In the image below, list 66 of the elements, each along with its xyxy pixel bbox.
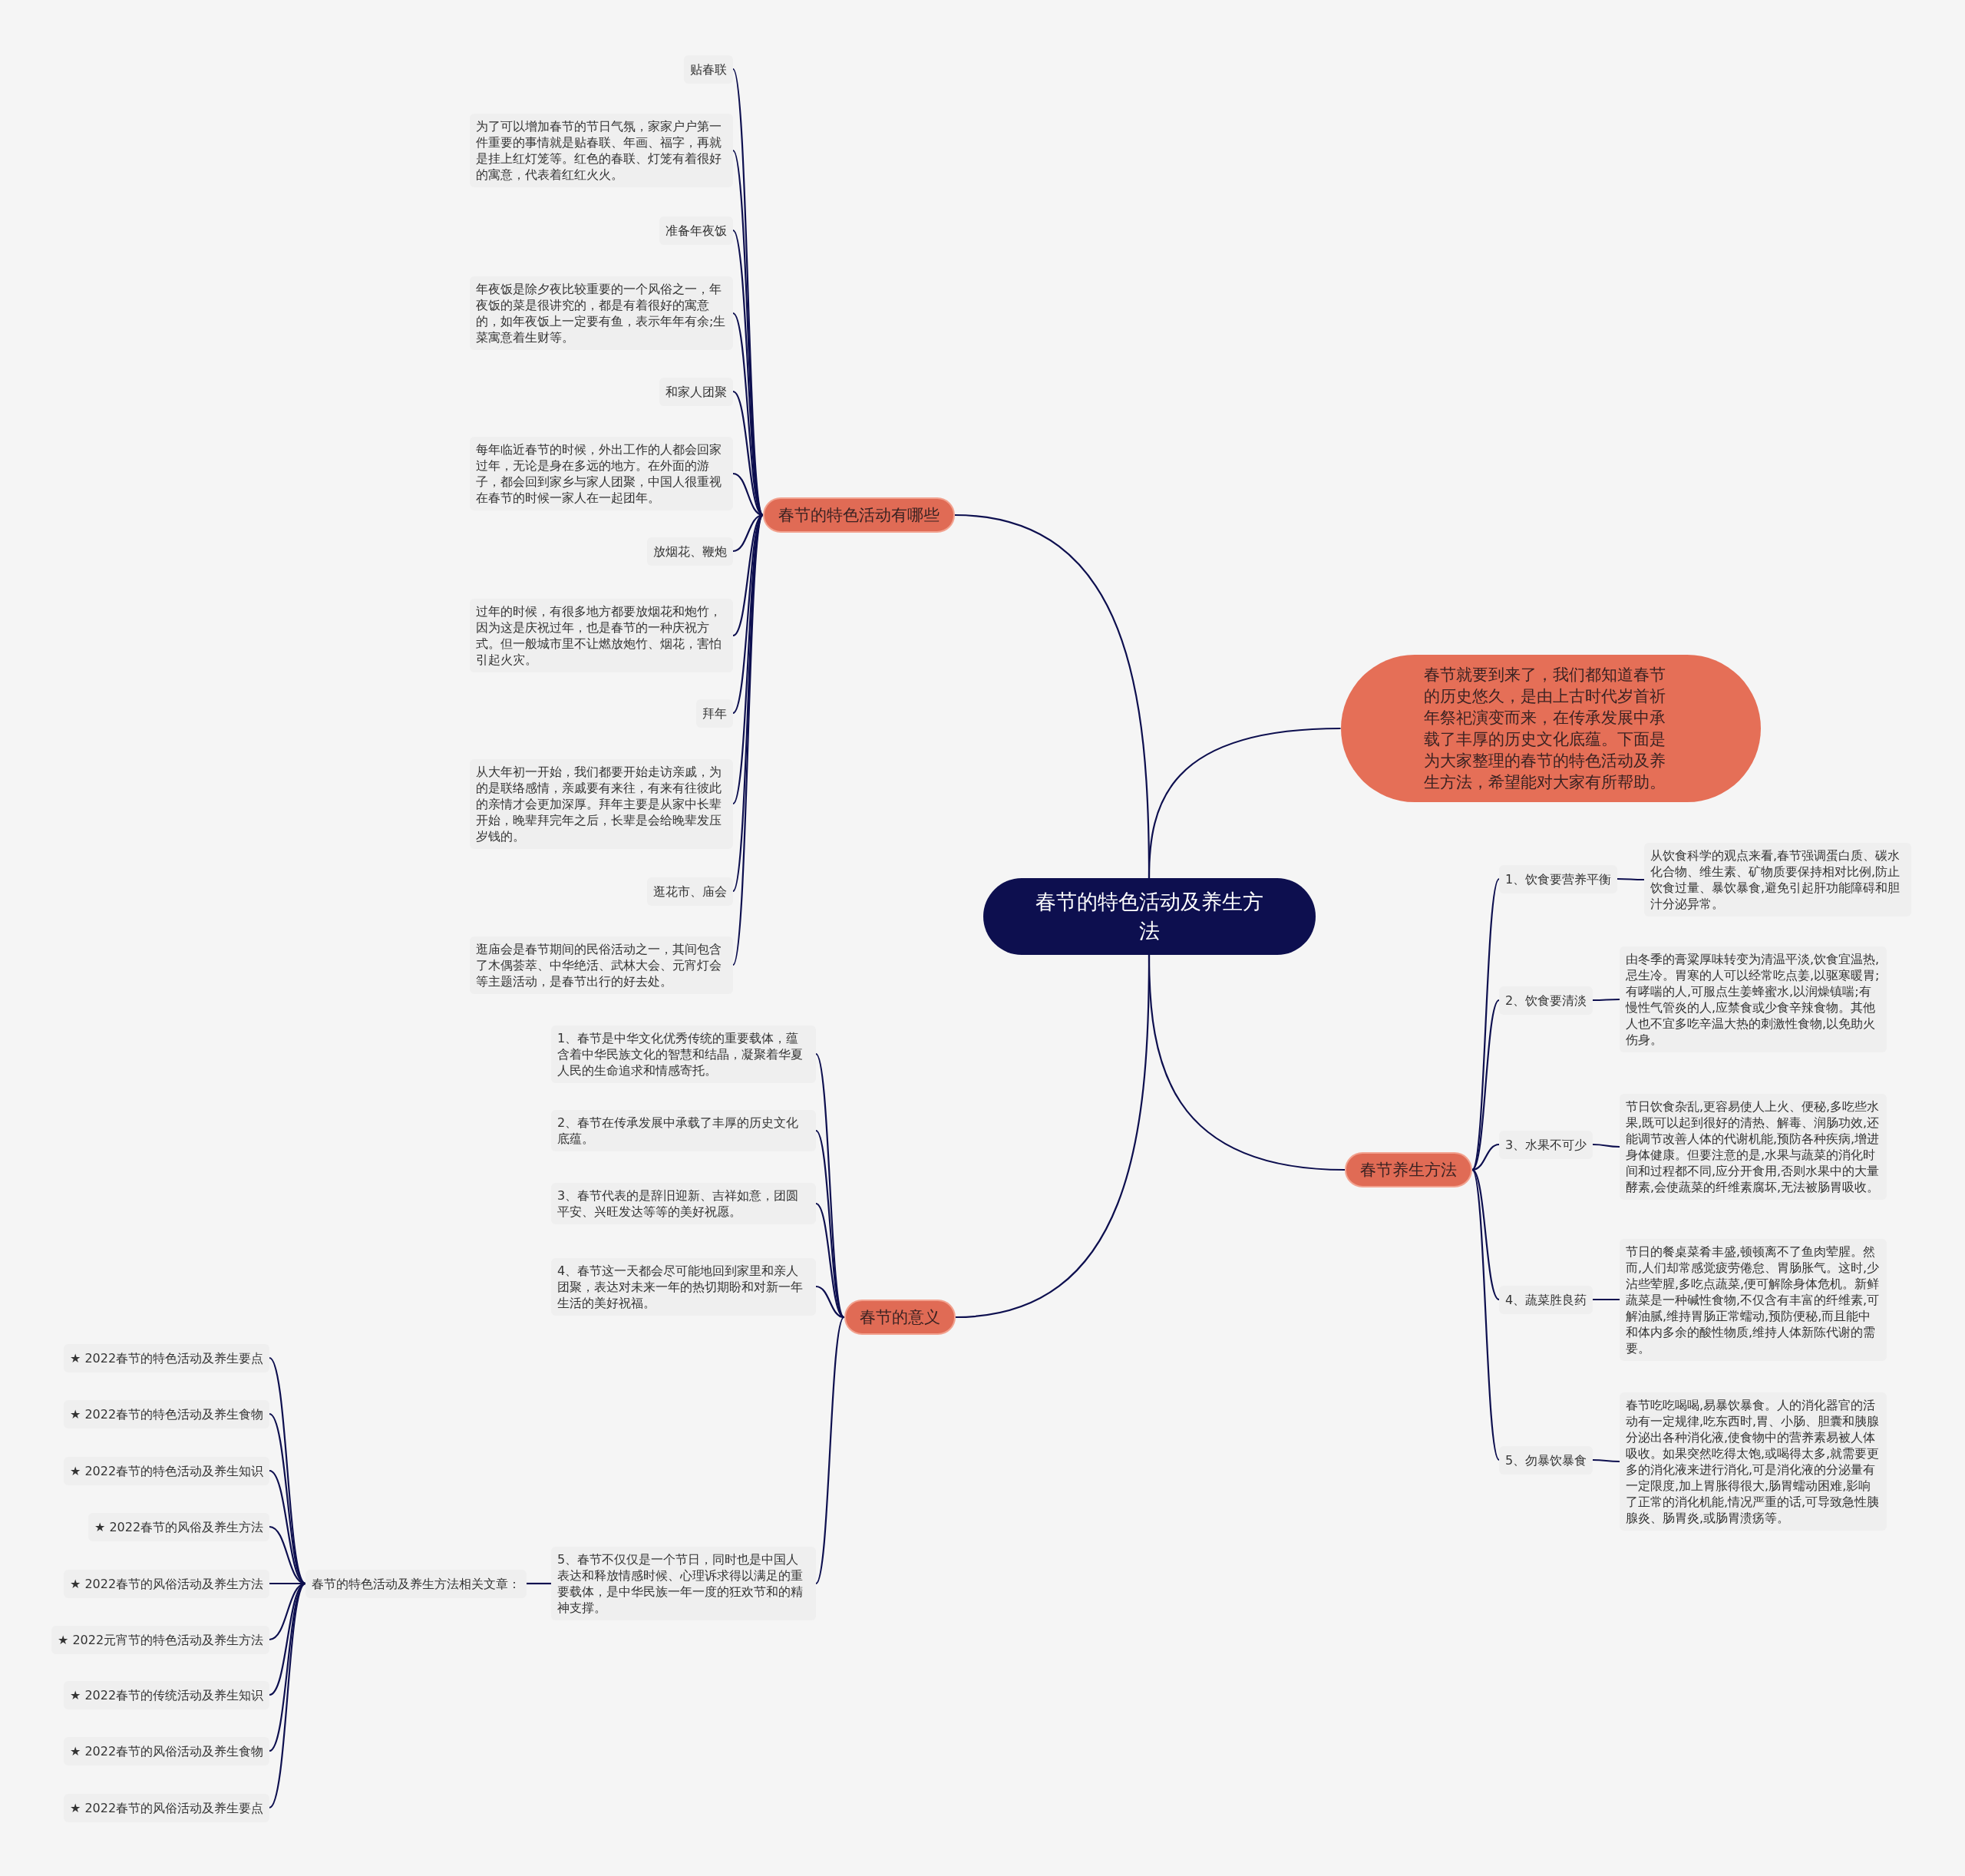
intro-bubble: 春节就要到来了，我们都知道春节的历史悠久，是由上古时代岁首祈年祭祀演变而来，在传承发展中承载了丰厚的历史文化底蕴。下面是为大家整理的春节的特色活动及养生方法，希望能对大家有所帮助。 bbox=[1340, 655, 1761, 802]
subtopic-box: 逛花市、庙会 bbox=[647, 877, 733, 906]
central-topic: 春节的特色活动及养生方法 bbox=[982, 878, 1316, 955]
subtopic-box: 5、勿暴饮暴食 bbox=[1499, 1445, 1593, 1475]
connector bbox=[1617, 877, 1644, 881]
subtopic-box: ★ 2022春节的特色活动及养生要点 bbox=[64, 1343, 270, 1372]
connector bbox=[1593, 1143, 1620, 1148]
connector bbox=[1471, 1169, 1500, 1300]
connector bbox=[955, 955, 1151, 1319]
subtopic-box: ★ 2022元宵节的特色活动及养生方法 bbox=[51, 1625, 270, 1654]
subtopic-box: ★ 2022春节的风俗活动及养生食物 bbox=[64, 1736, 270, 1765]
subtopic-box: ★ 2022春节的风俗及养生方法 bbox=[88, 1512, 270, 1541]
note-card: 1、春节是中华文化优秀传统的重要载体，蕴含着中华民族文化的智慧和结晶，凝聚着华夏人民的生命追求和情感寄托。 bbox=[551, 1025, 816, 1083]
connector bbox=[1593, 1298, 1620, 1301]
subtopic-box: 拜年 bbox=[696, 699, 733, 728]
connector bbox=[815, 1285, 844, 1319]
note-card: 逛庙会是春节期间的民俗活动之一，其间包含了木偶荟萃、中华绝活、武林大会、元宵灯会等主题活动，是春节出行的好去处。 bbox=[470, 936, 733, 994]
connector bbox=[732, 514, 764, 892]
subtopic-box: ★ 2022春节的特色活动及养生食物 bbox=[64, 1399, 270, 1428]
subtopic-box: 和家人团聚 bbox=[659, 377, 733, 406]
connector bbox=[1471, 999, 1500, 1171]
subtopic-box: ★ 2022春节的风俗活动及养生方法 bbox=[64, 1569, 270, 1598]
connector bbox=[269, 1583, 306, 1808]
subtopic-box: ★ 2022春节的风俗活动及养生要点 bbox=[64, 1793, 270, 1822]
connector bbox=[815, 1316, 845, 1584]
connector bbox=[269, 1413, 306, 1584]
subtopic-box: ★ 2022春节的特色活动及养生知识 bbox=[64, 1456, 270, 1485]
subtopic-box: 2、饮食要清淡 bbox=[1499, 986, 1593, 1015]
connector bbox=[732, 514, 765, 966]
note-card: 过年的时候，有很多地方都要放烟花和炮竹，因为这是庆祝过年，也是春节的一种庆祝方式。但一般城市里不让燃放炮竹、烟花，害怕引起火灾。 bbox=[470, 599, 733, 672]
subtopic-box: 准备年夜饭 bbox=[659, 216, 733, 245]
subtopic-box: 4、蔬菜胜良药 bbox=[1499, 1285, 1593, 1314]
connector bbox=[527, 1582, 551, 1585]
subtopic-box: 1、饮食要营养平衡 bbox=[1499, 864, 1618, 893]
note-card: 3、春节代表的是辞旧迎新、吉祥如意，团圆平安、兴旺发达等等的美好祝愿。 bbox=[551, 1183, 816, 1224]
subtopic-box: 放烟花、鞭炮 bbox=[647, 537, 733, 566]
subtopic-box: 3、水果不可少 bbox=[1499, 1130, 1593, 1159]
note-card: 春节吃吃喝喝,易暴饮暴食。人的消化器官的活动有一定规律,吃东西时,胃、小肠、胆囊和胰腺分泌出各种消化液,使食物中的营养素易被人体吸收。如果突然吃得太饱,或喝得太多,就需要更多的消化液来进行消化,可是消化液的分泌量有一定限度,加上胃胀得很大,肠胃蠕动困难,影响了正常的消化机能,情况严重的话,可导致急性胰腺炎、肠胃炎,或肠胃溃疡等。 bbox=[1620, 1392, 1887, 1531]
connector bbox=[269, 1583, 306, 1696]
note-card: 节日饮食杂乱,更容易使人上火、便秘,多吃些水果,既可以起到很好的清热、解毒、润肠功效,还能调节改善人体的代谢机能,预防各种疾病,增进身体健康。但要注意的是,水果与蔬菜的消化时间和过程都不同,应分开食用,否则水果中的大量酵素,会使蔬菜的纤维素腐坏,无法被肠胃吸收。 bbox=[1620, 1094, 1887, 1200]
note-card: 每年临近春节的时候，外出工作的人都会回家过年，无论是身在多远的地方。在外面的游子，都会回到家乡与家人团聚，中国人很重视在春节的时候一家人在一起团年。 bbox=[470, 437, 733, 510]
topic-box: 春节养生方法 bbox=[1345, 1152, 1472, 1187]
connector bbox=[269, 1357, 306, 1584]
connector bbox=[269, 1525, 306, 1585]
note-card: 4、春节这一天都会尽可能地回到家里和亲人团聚，表达对未来一年的热切期盼和对新一年生活的美好祝福。 bbox=[551, 1257, 816, 1316]
connector bbox=[1471, 878, 1500, 1171]
note-card: 5、春节不仅仅是一个节日，同时也是中国人表达和释放情感时候、心理诉求得以满足的重要载体，是中华民族一年一度的狂欢节和的精神支撑。 bbox=[551, 1547, 816, 1620]
note-card: 由冬季的膏粱厚味转变为清温平淡,饮食宜温热,忌生冷。胃寒的人可以经常吃点姜,以驱寒暖胃;有哮喘的人,可服点生姜蜂蜜水,以润燥镇喘;有慢性气管炎的人,应禁食或少食辛辣食物。其他人也不宜多吃辛温大热的刺激性食物,以免助火伤身。 bbox=[1620, 946, 1887, 1052]
subtopic-box: 春节的特色活动及养生方法相关文章： bbox=[305, 1569, 527, 1598]
connector bbox=[815, 1130, 845, 1318]
topic-box: 春节的意义 bbox=[844, 1300, 956, 1335]
connector bbox=[1148, 727, 1341, 879]
note-card: 从饮食科学的观点来看,春节强调蛋白质、碳水化合物、维生素、矿物质要保持相对比例,防止饮食过量、暴饮暴食,避免引起肝功能障碍和胆汁分泌异常。 bbox=[1644, 843, 1911, 917]
note-card: 2、春节在传承发展中承载了丰厚的历史文化底蕴。 bbox=[551, 1110, 816, 1151]
connector bbox=[1471, 1169, 1500, 1461]
subtopic-box: ★ 2022春节的传统活动及养生知识 bbox=[64, 1680, 270, 1709]
note-card: 年夜饭是除夕夜比较重要的一个风俗之一，年夜饭的菜是很讲究的，都是有着很好的寓意的，如年夜饭上一定要有鱼，表示年年有余;生菜寓意着生财等。 bbox=[470, 276, 733, 350]
note-card: 为了可以增加春节的节日气氛，家家户户第一件重要的事情就是贴春联、年画、福字，再就是挂上红灯笼等。红色的春联、灯笼有着很好的寓意，代表着红红火火。 bbox=[470, 114, 733, 187]
connector bbox=[732, 150, 764, 516]
connector bbox=[1593, 1458, 1620, 1463]
connector bbox=[1593, 998, 1620, 1002]
topic-box: 春节的特色活动有哪些 bbox=[763, 497, 955, 533]
subtopic-box: 贴春联 bbox=[684, 54, 733, 84]
note-card: 从大年初一开始，我们都要开始走访亲戚，为的是联络感情，亲戚要有来往，有来有往彼此的亲情才会更加深厚。拜年主要是从家中长辈开始，晚辈拜完年之后，长辈是会给晚辈发压岁钱的。 bbox=[470, 758, 733, 849]
connector bbox=[1471, 1143, 1500, 1171]
note-card: 节日的餐桌菜肴丰盛,顿顿离不了鱼肉荤腥。然而,人们却常感觉疲劳倦怠、胃肠胀气。这时,少沾些荤腥,多吃点蔬菜,便可解除身体危机。新鲜蔬菜是一种碱性食物,不仅含有丰富的纤维素,可解油腻,维持胃肠正常蠕动,预防便秘,而且能中和体内多余的酸性物质,维持人体新陈代谢的需要。 bbox=[1620, 1238, 1887, 1361]
